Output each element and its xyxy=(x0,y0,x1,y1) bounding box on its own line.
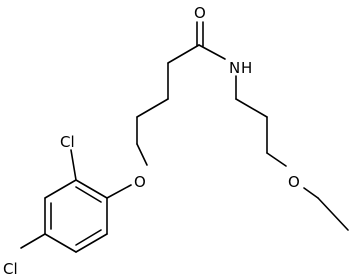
atom-cl-lower: Cl xyxy=(3,260,18,277)
ring-bond-1 xyxy=(75,179,108,199)
ring-bond-4 xyxy=(44,233,77,253)
bond-ring-cl-upper xyxy=(70,149,77,181)
ring-bond-2 xyxy=(44,179,77,199)
atom-o-ether-chain: O xyxy=(288,173,300,191)
ring-bond-5 xyxy=(75,233,108,253)
bond-oether-c8 xyxy=(303,187,319,199)
bond-oring-c1 xyxy=(136,143,148,166)
ring-double-3 xyxy=(75,229,102,246)
bond-ring-cl-lower xyxy=(20,233,46,249)
atom-h-amide: H xyxy=(241,59,252,77)
bond-camide-n xyxy=(198,44,226,60)
bond-oring-ring xyxy=(106,184,132,199)
bond-c8-c9 xyxy=(317,197,349,231)
atom-n-amide: N xyxy=(229,59,240,77)
atom-o-carbonyl: O xyxy=(194,4,206,22)
ring-double-1 xyxy=(75,186,102,203)
bond-c2-c3 xyxy=(136,98,169,118)
atom-cl-upper: Cl xyxy=(60,133,75,151)
bond-c5-c6 xyxy=(235,98,268,118)
atom-o-ether-ring: O xyxy=(134,173,146,191)
bond-c7-oether xyxy=(266,152,287,167)
bond-c4-camide xyxy=(167,44,200,64)
